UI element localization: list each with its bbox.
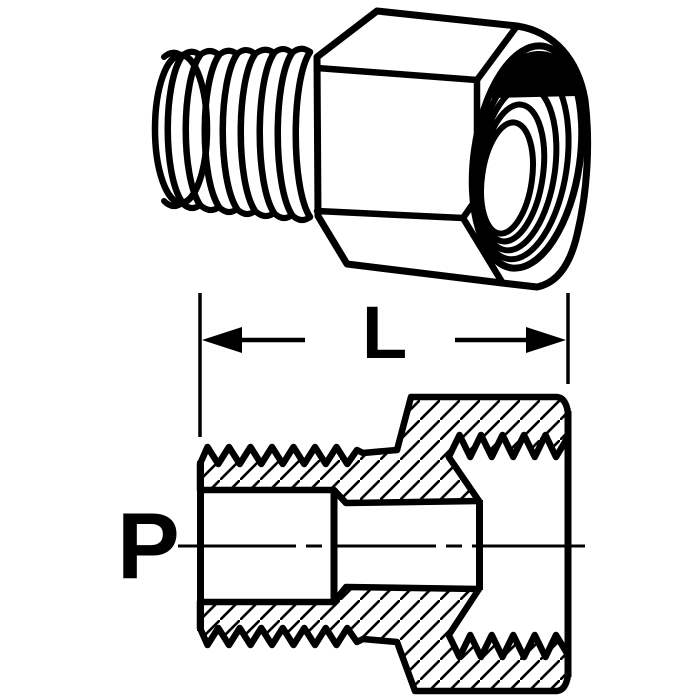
arrowhead-right <box>526 327 566 353</box>
section-lower-wall <box>196 583 572 695</box>
arrowhead-left <box>202 327 242 353</box>
male-thread-end-ellipse <box>151 51 211 207</box>
port-label: P <box>117 493 180 598</box>
thread-top-silhouette <box>161 45 313 60</box>
dimension-L: L <box>198 291 570 437</box>
male-thread-arcs <box>164 48 314 221</box>
female-bore <box>468 42 586 272</box>
thread-bottom-silhouette <box>161 198 313 223</box>
bore-shadow-crescent <box>492 50 577 98</box>
section-upper-wall <box>196 393 572 507</box>
pictorial-view <box>151 7 592 291</box>
length-dimension-label: L <box>362 291 407 374</box>
section-view: P <box>117 393 585 695</box>
